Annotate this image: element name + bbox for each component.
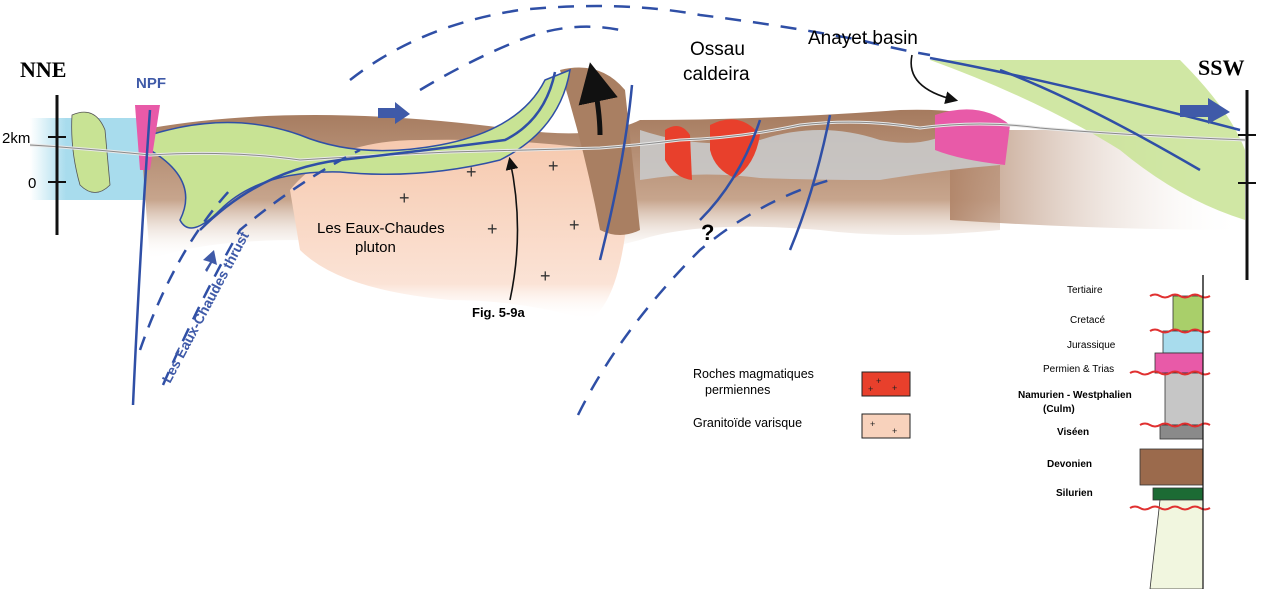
strat-label-silurien: Silurien <box>1056 488 1093 499</box>
caldeira-label-1: Ossau <box>690 39 745 60</box>
strat-label-viseen: Viséen <box>1057 427 1089 438</box>
strat-label-culm: (Culm) <box>1043 404 1075 415</box>
anayet-basin-label: Anayet basin <box>808 28 918 49</box>
svg-text:+: + <box>399 188 410 208</box>
legend-item-1-line2: permiennes <box>705 383 770 397</box>
strat-label-namurien: Namurien - Westphalien <box>1018 390 1132 401</box>
strat-label-tertiaire: Tertiaire <box>1067 285 1103 296</box>
svg-text:+: + <box>540 266 551 286</box>
strat-label-permien-trias: Permien & Trias <box>1043 364 1114 375</box>
svg-text:+: + <box>569 215 580 235</box>
stratigraphic-column: Tertiaire Cretacé Jurassique Permien & T… <box>1018 275 1210 589</box>
pluton-label-1: Les Eaux-Chaudes <box>317 220 445 237</box>
legend-item-2-line1: Granitoïde varisque <box>693 416 802 430</box>
arrow-thrust <box>203 250 217 272</box>
strat-label-devonien: Devonien <box>1047 459 1092 470</box>
strat-label-jurassique: Jurassique <box>1067 340 1116 351</box>
svg-text:+: + <box>868 384 873 394</box>
legend-item-1-line1: Roches magmatiques <box>693 367 814 381</box>
nne-label: NNE <box>20 57 66 82</box>
caldeira-label-2: caldeira <box>683 64 750 85</box>
fig-ref-label: Fig. 5-9a <box>472 305 526 320</box>
strat-label-cretace: Cretacé <box>1070 315 1105 326</box>
unknown-label: ? <box>701 220 714 245</box>
svg-text:+: + <box>876 376 881 386</box>
pluton-label-2: pluton <box>355 239 396 256</box>
scale-tick-2km: 2km <box>2 130 30 147</box>
svg-text:+: + <box>548 156 559 176</box>
legend: Roches magmatiques permiennes +++ Granit… <box>693 367 910 438</box>
svg-text:+: + <box>892 426 897 436</box>
svg-text:+: + <box>487 219 498 239</box>
svg-text:+: + <box>870 419 875 429</box>
svg-text:+: + <box>466 162 477 182</box>
svg-text:+: + <box>892 383 897 393</box>
ssw-label: SSW <box>1198 55 1244 80</box>
npf-label: NPF <box>136 75 166 92</box>
scale-tick-0: 0 <box>28 175 36 192</box>
